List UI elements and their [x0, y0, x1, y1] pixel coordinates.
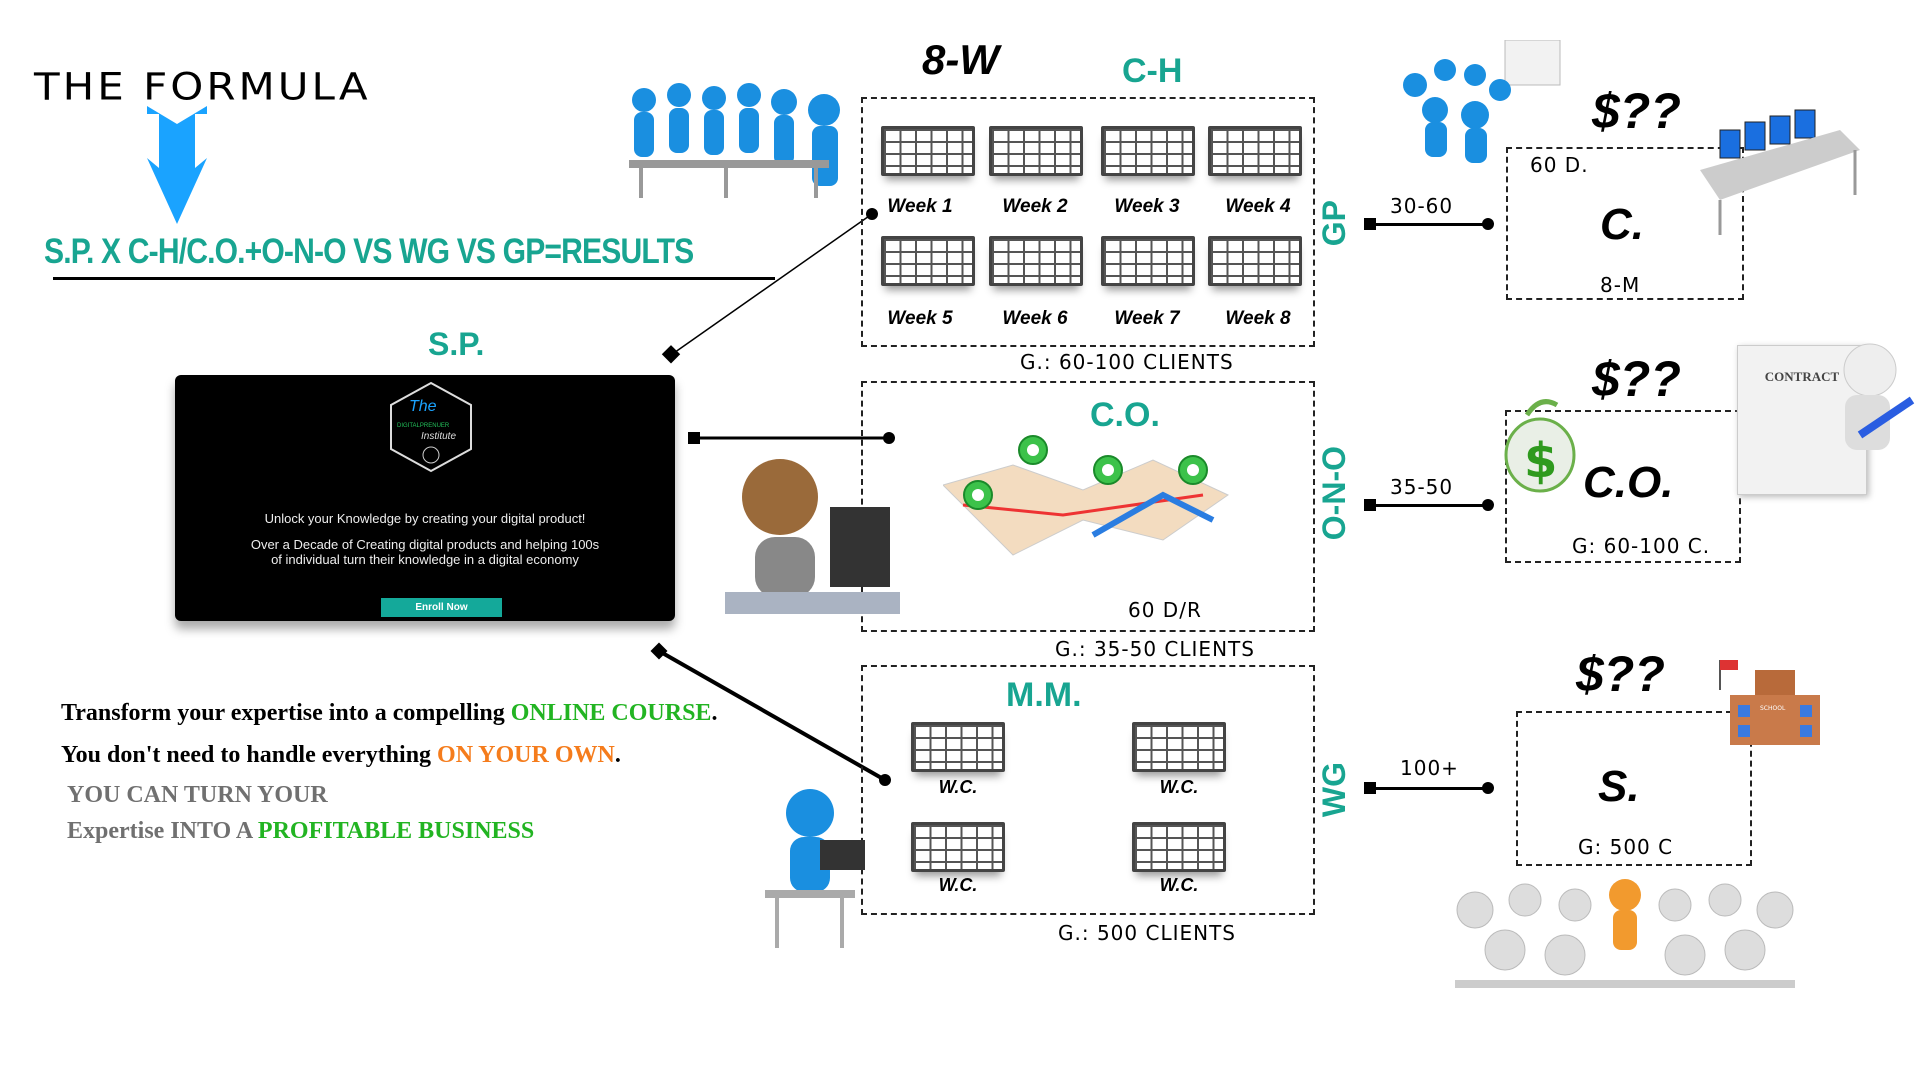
- wg-price: $??: [1576, 646, 1665, 702]
- video-wall-icon: [1101, 126, 1195, 176]
- video-wall-icon: [989, 236, 1083, 286]
- connector-line: [1370, 223, 1488, 226]
- ch-label: C-H: [1122, 52, 1183, 90]
- week-label: Week 8: [1225, 308, 1291, 329]
- video-wall-icon: [1208, 126, 1302, 176]
- operator-at-computer-icon: [725, 459, 900, 614]
- week-label: Week 2: [1002, 196, 1068, 217]
- enroll-now-button[interactable]: Enroll Now: [381, 598, 502, 617]
- sp-body-2: of individual turn their knowledge in a …: [271, 552, 579, 567]
- video-wall-icon: [911, 822, 1005, 872]
- duration-label: 8-W: [922, 36, 999, 83]
- video-wall-icon: [1101, 236, 1195, 286]
- ono-goal: G: 60-100 C.: [1572, 534, 1711, 558]
- wg-range: 100+: [1400, 756, 1459, 780]
- person-with-laptop-icon: [765, 789, 865, 948]
- gp-result-box: [1506, 147, 1744, 300]
- ch-goal: G.: 60-100 CLIENTS: [1020, 350, 1234, 374]
- wc-label: W.C.: [1159, 777, 1199, 797]
- audience-crowd-icon: [1455, 879, 1795, 988]
- connector-end: [1482, 782, 1494, 794]
- pitch-line-3: YOU CAN TURN YOUR: [67, 782, 328, 808]
- svg-text:The: The: [409, 398, 437, 415]
- video-wall-icon: [1208, 236, 1302, 286]
- ono-label: O-N-O: [1316, 446, 1352, 541]
- page-title: THE FORMULA: [34, 64, 371, 109]
- video-wall-icon: [911, 722, 1005, 772]
- seminar-crowd-icon: [1403, 40, 1561, 163]
- classroom-crowd-icon: [629, 83, 840, 198]
- ono-price: $??: [1592, 351, 1681, 407]
- video-wall-icon: [881, 126, 975, 176]
- week-label: Week 6: [1002, 308, 1068, 329]
- co-box: [861, 381, 1315, 632]
- gp-result: C.: [1600, 200, 1644, 249]
- svg-text:$: $: [1524, 433, 1557, 489]
- school-building-icon: SCHOOL: [1719, 660, 1820, 745]
- mm-label: M.M.: [1006, 676, 1082, 714]
- formula-underline: [53, 277, 775, 280]
- connector-end: [1482, 499, 1494, 511]
- wc-label: W.C.: [1159, 875, 1199, 895]
- co-note: 60 D/R: [1128, 598, 1202, 622]
- gp-term: 8-M: [1600, 273, 1641, 297]
- ono-range: 35-50: [1390, 475, 1454, 499]
- sp-headline: Unlock your Knowledge by creating your d…: [264, 511, 586, 526]
- formula-text: S.P. X C-H/C.O.+O-N-O VS WG VS GP=RESULT…: [44, 232, 694, 271]
- wc-label: W.C.: [938, 777, 978, 797]
- co-goal: G.: 35-50 CLIENTS: [1055, 637, 1255, 661]
- video-wall-icon: [989, 126, 1083, 176]
- video-wall-icon: [1132, 822, 1226, 872]
- wg-result-box: [1516, 711, 1752, 866]
- gp-range: 30-60: [1390, 194, 1454, 218]
- co-label: C.O.: [1090, 396, 1160, 434]
- video-wall-icon: [1132, 722, 1226, 772]
- pitch-line-4: Expertise INTO A PROFITABLE BUSINESS: [67, 818, 535, 844]
- mm-goal: G.: 500 CLIENTS: [1058, 921, 1236, 945]
- gp-duration: 60 D.: [1530, 153, 1589, 177]
- wc-label: W.C.: [938, 875, 978, 895]
- wg-goal: G: 500 C: [1578, 835, 1674, 859]
- pitch-line-2: You don't need to handle everything ON Y…: [61, 742, 621, 768]
- gp-label: GP: [1316, 200, 1352, 247]
- connector-end: [1482, 218, 1494, 230]
- video-wall-icon: [881, 236, 975, 286]
- wg-result: S.: [1598, 762, 1640, 811]
- svg-text:DIGITALPRENUER: DIGITALPRENUER: [397, 423, 450, 429]
- svg-text:Institute: Institute: [421, 431, 456, 442]
- week-label: Week 4: [1225, 196, 1291, 217]
- sp-label: S.P.: [428, 326, 485, 362]
- school-text: SCHOOL: [1760, 705, 1786, 712]
- connector-line: [1370, 787, 1488, 790]
- week-label: Week 5: [887, 308, 953, 329]
- map-icon: [943, 435, 1230, 556]
- week-label: Week 1: [887, 196, 953, 217]
- pitch-line-1: Transform your expertise into a compelli…: [61, 700, 718, 726]
- wg-label: WG: [1316, 762, 1352, 818]
- sp-body-1: Over a Decade of Creating digital produc…: [250, 537, 600, 552]
- mm-box: [861, 665, 1315, 915]
- week-label: Week 7: [1114, 308, 1180, 329]
- contract-text: CONTRACT: [1764, 369, 1840, 384]
- person-with-pen-icon: [1843, 343, 1915, 450]
- connector-line: [1370, 504, 1488, 507]
- computer-lab-icon: [1700, 109, 1860, 235]
- ono-result: C.O.: [1583, 458, 1674, 507]
- gp-price: $??: [1592, 83, 1681, 139]
- money-bag-icon: $: [1504, 399, 1576, 493]
- ch-box: [861, 97, 1315, 347]
- down-arrow-icon: [147, 106, 207, 224]
- week-label: Week 3: [1114, 196, 1180, 217]
